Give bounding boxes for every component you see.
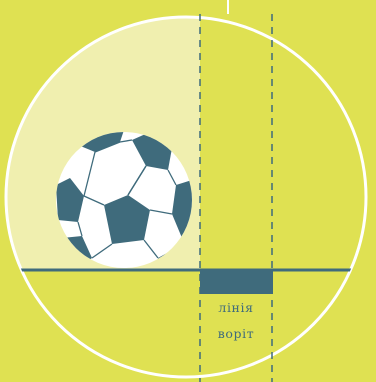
- goal-line-label-line2: воріт: [218, 326, 254, 341]
- goal-line-bar: [200, 270, 273, 294]
- goal-line-label-line1: лінія: [218, 300, 253, 315]
